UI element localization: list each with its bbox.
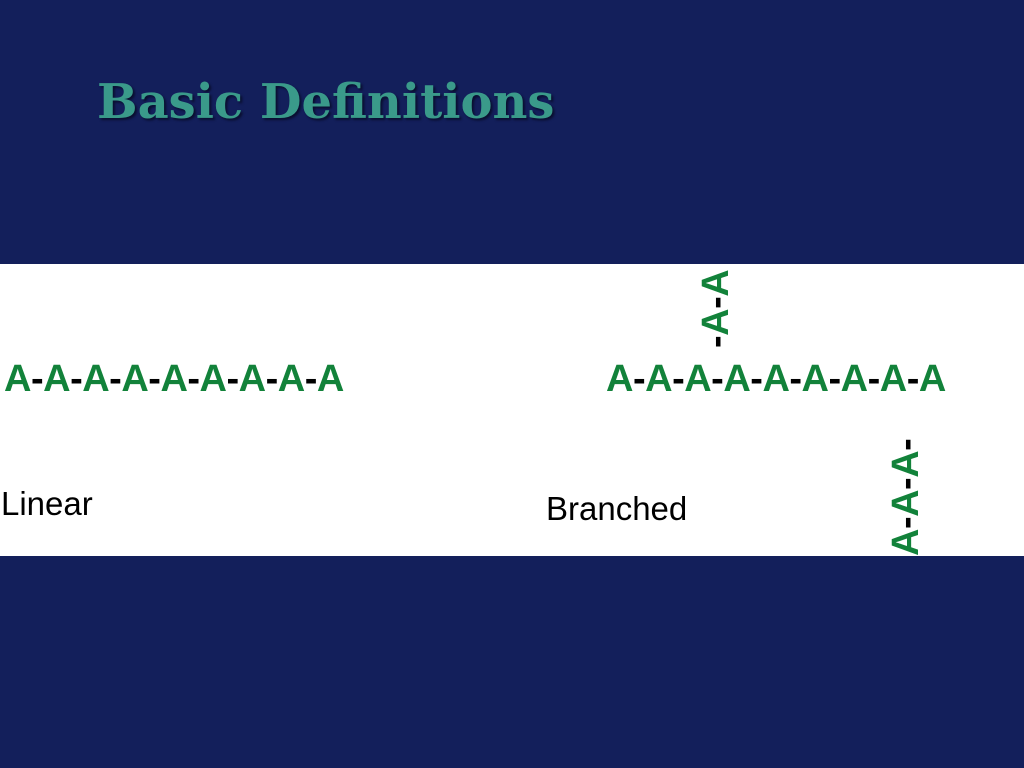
bond: - [750,358,763,400]
monomer-unit: A [82,358,110,400]
linear-chain: A-A-A-A-A-A-A-A-A [4,360,344,398]
monomer-unit: A [762,358,790,400]
bond: - [885,438,927,451]
branched-backbone-chain: A-A-A-A-A-A-A-A-A [606,360,946,398]
bond: - [711,358,724,400]
bond: - [885,516,927,530]
monomer-unit: A [645,358,673,400]
monomer-unit: A [316,358,344,400]
monomer-unit: A [277,358,305,400]
monomer-unit: A [840,358,868,400]
monomer-unit: A [695,269,737,297]
monomer-unit: A [238,358,266,400]
bond: - [695,296,737,309]
bond: - [109,358,122,400]
monomer-unit: A [199,358,227,400]
monomer-unit: A [879,358,907,400]
bond: - [695,335,737,348]
monomer-unit: A [695,308,737,336]
bond: - [265,358,279,400]
bond: - [632,358,646,400]
monomer-unit: A [885,450,927,478]
bond: - [789,358,802,400]
bond: - [187,358,200,400]
monomer-unit: A [4,358,31,400]
bond: - [70,358,83,400]
bond: - [906,358,920,400]
monomer-unit: A [885,529,927,556]
monomer-unit: A [723,358,751,400]
monomer-unit: A [684,358,712,400]
bond: - [148,358,161,400]
monomer-unit: A [606,358,633,400]
bond: - [304,358,318,400]
slide-title: Basic Definitions [97,74,555,130]
lower-branch: A-A-A- [885,438,927,556]
upper-branch: -A-A [695,269,737,348]
branched-caption: Branched [546,490,688,527]
bond: - [885,477,927,490]
bond: - [226,358,240,400]
monomer-unit: A [121,358,149,400]
bond: - [672,358,685,400]
bond: - [867,358,881,400]
polymer-diagram-panel: A-A-A-A-A-A-A-A-A Linear A-A-A-A-A-A-A-A… [0,264,1024,556]
monomer-unit: A [885,489,927,517]
bond: - [30,358,44,400]
bond: - [828,358,842,400]
monomer-unit: A [160,358,188,400]
monomer-unit: A [43,358,71,400]
linear-caption: Linear [1,485,93,522]
monomer-unit: A [801,358,829,400]
monomer-unit: A [918,358,946,400]
